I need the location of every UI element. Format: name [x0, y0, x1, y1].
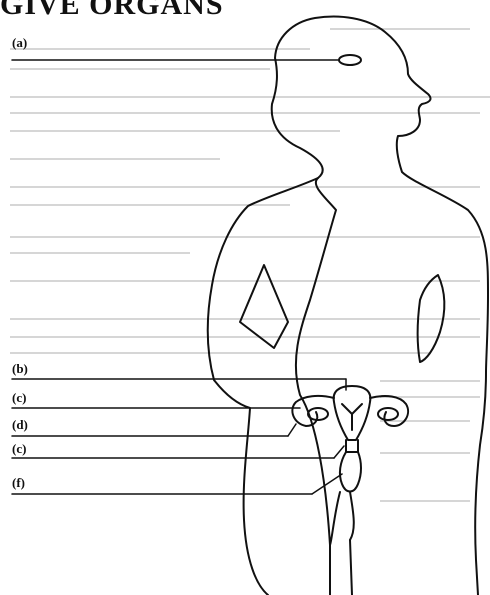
leader-c2-up: [334, 446, 344, 458]
right-ovary: [378, 408, 398, 420]
inner-thigh-left: [330, 492, 340, 545]
label-c-lower: (c): [12, 442, 26, 456]
body-back-outline: [272, 17, 488, 595]
inner-thigh-right: [350, 492, 354, 540]
leader-f-up: [312, 474, 342, 494]
right-fallopian-tube: [370, 396, 408, 426]
arm-outline: [208, 178, 318, 595]
leader-lines: [12, 60, 346, 494]
label-f: (f): [12, 476, 25, 490]
label-d: (d): [12, 418, 28, 432]
page-heading: GIVE ORGANS: [0, 0, 224, 20]
left-arm-gap: [240, 265, 288, 348]
label-a: (a): [12, 36, 27, 50]
uterus-group: [292, 386, 408, 492]
label-c-upper: (c): [12, 391, 26, 405]
cervix: [346, 440, 358, 452]
right-arm-gap: [418, 275, 445, 362]
uterus-cavity: [342, 404, 362, 430]
label-b: (b): [12, 362, 28, 376]
leader-d-up: [288, 424, 296, 436]
vagina: [340, 452, 361, 492]
head-organ-marker: [339, 55, 361, 65]
